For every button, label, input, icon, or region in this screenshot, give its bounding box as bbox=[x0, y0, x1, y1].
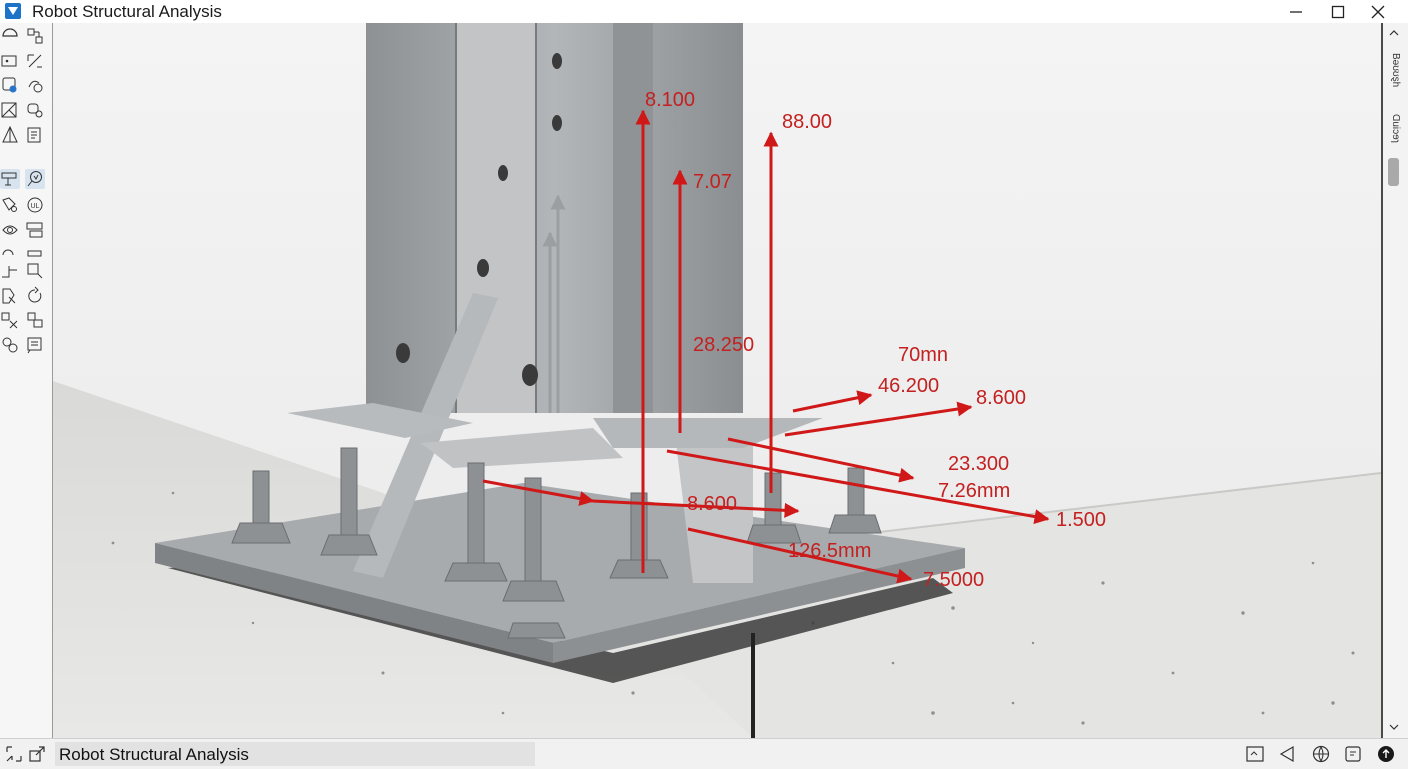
mirror-icon[interactable] bbox=[25, 245, 45, 265]
globe-icon[interactable] bbox=[1311, 744, 1331, 764]
dimension-label: 126.5mm bbox=[788, 540, 871, 562]
dimension-label: 70mn bbox=[898, 344, 948, 366]
move-icon[interactable] bbox=[0, 261, 20, 281]
dimension-label: 23.300 bbox=[948, 453, 1009, 475]
export-icon[interactable] bbox=[27, 744, 47, 764]
title-bar: Robot Structural Analysis bbox=[0, 0, 1408, 24]
node-icon[interactable] bbox=[0, 26, 20, 46]
close-icon bbox=[1371, 5, 1385, 19]
measure-icon[interactable]: UL bbox=[25, 195, 45, 215]
scroll-thumb[interactable] bbox=[1388, 158, 1399, 186]
copy-icon[interactable] bbox=[0, 245, 20, 265]
minimize-icon bbox=[1290, 11, 1302, 13]
dimension-label: 1.500 bbox=[1056, 509, 1106, 531]
vertical-scrollbar[interactable]: Βəʊʊȿh Ɑuiɔɘɿ bbox=[1381, 23, 1408, 738]
section-icon[interactable] bbox=[25, 51, 45, 71]
status-field: Robot Structural Analysis bbox=[55, 742, 535, 766]
status-text: Robot Structural Analysis bbox=[59, 745, 249, 764]
chevron-down-icon[interactable] bbox=[1387, 721, 1401, 733]
dimension-label: 8.600 bbox=[976, 387, 1026, 409]
dimension-label: 7.26mm bbox=[938, 480, 1010, 502]
dimension-label: 8.100 bbox=[645, 89, 695, 111]
select-icon[interactable] bbox=[25, 220, 45, 240]
dimension-label: 46.200 bbox=[878, 375, 939, 397]
left-toolbar: UL bbox=[0, 23, 53, 738]
dimension-label: 28.250 bbox=[693, 334, 754, 356]
view-icon[interactable] bbox=[0, 220, 20, 240]
notes-icon[interactable] bbox=[25, 335, 45, 355]
settings-icon[interactable] bbox=[0, 335, 20, 355]
status-bar: Robot Structural Analysis bbox=[0, 738, 1408, 769]
group-icon[interactable] bbox=[25, 286, 45, 306]
sound-icon[interactable] bbox=[1278, 744, 1298, 764]
analysis-icon[interactable] bbox=[25, 169, 45, 189]
info-icon[interactable] bbox=[1376, 744, 1396, 764]
panel-label-bottom: Ɑuiɔɘɿ bbox=[1390, 113, 1401, 143]
maximize-button[interactable] bbox=[1318, 0, 1358, 23]
panel-label-top: Βəʊʊȿh bbox=[1390, 52, 1401, 88]
snap-icon[interactable] bbox=[0, 310, 20, 330]
release-icon[interactable] bbox=[25, 75, 45, 95]
copy-icon[interactable] bbox=[1343, 744, 1363, 764]
combination-icon[interactable] bbox=[25, 125, 45, 145]
support-icon[interactable] bbox=[0, 75, 20, 95]
chevron-up-icon[interactable] bbox=[1387, 27, 1401, 39]
frame-icon[interactable] bbox=[4, 744, 24, 764]
dimension-label: 8.600 bbox=[687, 493, 737, 515]
load-icon[interactable] bbox=[0, 125, 20, 145]
dimension-label: 7.07 bbox=[693, 171, 732, 193]
panel-icon[interactable] bbox=[0, 51, 20, 71]
refresh-icon[interactable] bbox=[25, 261, 45, 281]
window-title: Robot Structural Analysis bbox=[32, 2, 222, 21]
dimension-label: 7.5000 bbox=[923, 569, 984, 591]
cable-icon[interactable] bbox=[25, 100, 45, 120]
offset-icon[interactable] bbox=[0, 100, 20, 120]
close-button[interactable] bbox=[1358, 0, 1398, 23]
beam-selector-icon[interactable] bbox=[0, 169, 20, 189]
maximize-icon bbox=[1331, 5, 1345, 19]
dimension-label: 88.00 bbox=[782, 111, 832, 133]
svg-text:UL: UL bbox=[31, 203, 40, 210]
member-icon[interactable] bbox=[25, 26, 45, 46]
delete-icon[interactable] bbox=[0, 286, 20, 306]
calculator-icon[interactable] bbox=[1245, 744, 1265, 764]
app-logo-icon bbox=[5, 3, 21, 19]
steel-baseplate-scene: 8.100 88.00 7.07 28.250 70mn 46.200 8.60… bbox=[53, 23, 1381, 738]
minimize-button[interactable] bbox=[1276, 0, 1316, 23]
rotate-icon[interactable] bbox=[0, 195, 20, 215]
model-viewport[interactable]: 8.100 88.00 7.07 28.250 70mn 46.200 8.60… bbox=[53, 23, 1381, 738]
report-icon[interactable] bbox=[25, 310, 45, 330]
